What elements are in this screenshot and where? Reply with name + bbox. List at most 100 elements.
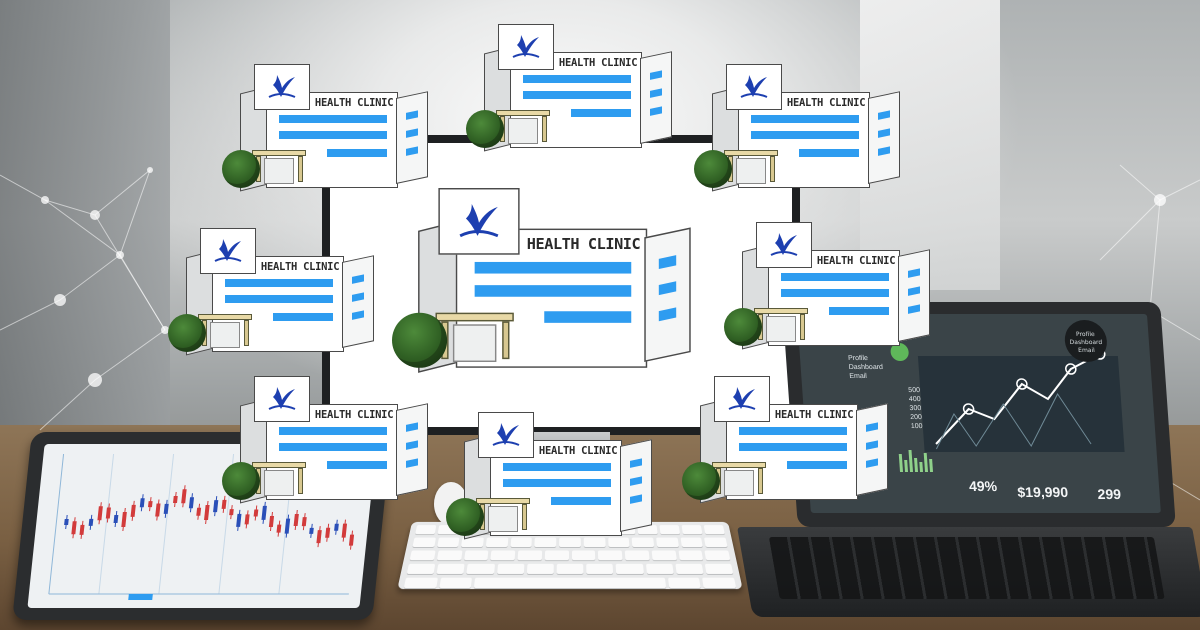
candle: [348, 534, 355, 546]
clinic-logo-icon: [492, 423, 520, 446]
network-node-icon: [41, 196, 49, 204]
candle: [181, 489, 187, 504]
candle: [188, 497, 195, 509]
clinic-entrance-door: [488, 506, 518, 532]
clinic-sign: [756, 222, 812, 268]
candle: [301, 517, 307, 527]
clinic-wing: [856, 403, 888, 496]
clinic-sign: [254, 64, 310, 110]
bush: [222, 150, 260, 188]
laptop: Profile Dashboard Email 500 400 300 200 …: [782, 302, 1176, 527]
clinic-wing: [898, 249, 930, 342]
candle: [163, 503, 169, 514]
clinic-bottom-right: MENTAL HEALTH CLINIC: [682, 376, 892, 504]
bush: [392, 312, 448, 368]
stat-amount: $19,990: [1016, 484, 1069, 500]
clinic-logo-icon: [740, 75, 768, 98]
candle: [121, 512, 127, 528]
candle: [173, 495, 178, 503]
clinic-sign: [438, 188, 520, 255]
candle: [253, 509, 259, 517]
bush: [682, 462, 720, 500]
clinic-sign: [498, 24, 554, 70]
candle: [325, 527, 331, 538]
bush: [694, 150, 732, 188]
candle: [221, 499, 227, 509]
clinic-top-left: MENTAL HEALTH CLINIC: [222, 64, 432, 192]
clinic-logo-icon: [459, 203, 499, 238]
clinic-wing: [640, 51, 672, 144]
background-wall: [0, 0, 170, 430]
clinic-entrance-door: [736, 158, 766, 184]
clinic-wing: [396, 403, 428, 496]
candle: [213, 500, 219, 513]
network-node-icon: [90, 210, 100, 220]
candle: [79, 524, 85, 535]
clinic-mid-left: MENTAL HEALTH CLINIC: [168, 228, 378, 356]
network-node-icon: [161, 326, 169, 334]
clinic-entrance-door: [724, 470, 754, 496]
clinic-sign: [726, 64, 782, 110]
candle: [155, 503, 161, 517]
candle: [71, 521, 77, 535]
clinic-entrance-door: [452, 324, 497, 362]
clinic-wing: [644, 227, 691, 362]
candle: [316, 530, 322, 544]
bush: [222, 462, 260, 500]
clinic-entrance-door: [264, 470, 294, 496]
clinic-logo-icon: [512, 35, 540, 58]
candle: [244, 514, 250, 525]
clinic-entrance-door: [766, 316, 796, 342]
candle: [236, 513, 242, 527]
clinic-logo-icon: [214, 239, 242, 262]
clinic-wing: [396, 91, 428, 184]
clinic-sign: [200, 228, 256, 274]
network-node-icon: [116, 251, 124, 259]
candle: [276, 524, 282, 533]
network-node-icon: [88, 373, 102, 387]
clinic-logo-icon: [770, 233, 798, 256]
laptop-keyboard: [737, 527, 1200, 617]
bush: [466, 110, 504, 148]
clinic-logo-icon: [268, 387, 296, 410]
clinic-center-large: MENTAL HEALTH CLINIC: [392, 188, 697, 374]
clinic-entrance-door: [210, 322, 240, 348]
clinic-entrance-door: [508, 118, 538, 144]
pie-chart-icon: [890, 343, 909, 361]
clinic-logo-icon: [268, 75, 296, 98]
clinic-mid-right: MENTAL HEALTH CLINIC: [724, 222, 934, 350]
candle: [130, 504, 136, 517]
bush: [446, 498, 484, 536]
clinic-wing: [868, 91, 900, 184]
laptop-screen: Profile Dashboard Email 500 400 300 200 …: [796, 314, 1161, 513]
clinic-bottom-left: MENTAL HEALTH CLINIC: [222, 376, 432, 504]
candle: [293, 513, 299, 526]
network-node-icon: [54, 294, 66, 306]
candle: [88, 518, 94, 526]
candle: [105, 507, 111, 519]
clinic-sign: [714, 376, 770, 422]
clinic-entrance-door: [264, 158, 294, 184]
candle: [284, 518, 291, 534]
candle: [204, 504, 210, 520]
candle: [334, 523, 339, 531]
candle: [64, 519, 69, 525]
candle: [309, 527, 314, 534]
clinic-sign: [478, 412, 534, 458]
bush: [168, 314, 206, 352]
candle: [261, 505, 267, 520]
clinic-entrance-canopy: [435, 312, 514, 322]
candle: [139, 498, 145, 508]
clinic-logo-icon: [728, 387, 756, 410]
bush: [724, 308, 762, 346]
clinic-top-right: MENTAL HEALTH CLINIC: [694, 64, 904, 192]
candle: [341, 523, 348, 538]
candle: [229, 509, 234, 516]
candle: [268, 516, 275, 528]
dashboard-line-chart: [890, 343, 1125, 472]
candle: [97, 506, 103, 521]
clinic-wing: [620, 439, 652, 532]
stat-count: 299: [1096, 486, 1122, 502]
candle: [147, 501, 153, 508]
candle: [113, 514, 119, 523]
